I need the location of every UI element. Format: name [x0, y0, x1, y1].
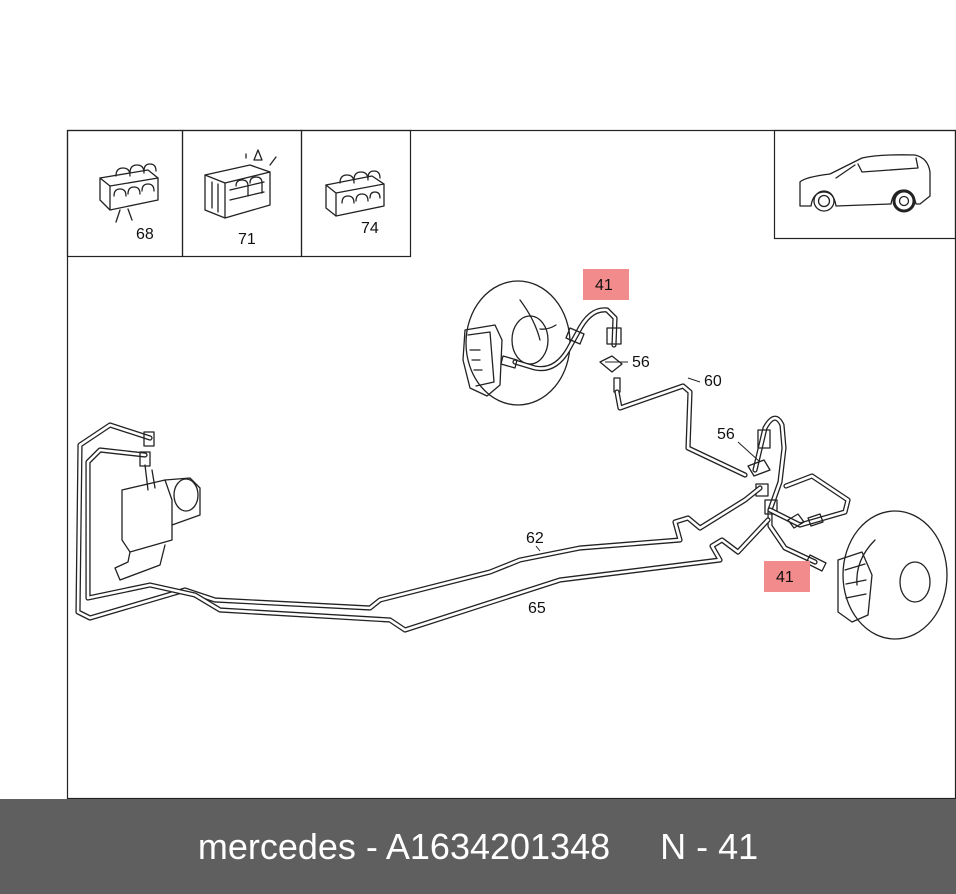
inset-label-68: 68 [136, 226, 154, 243]
callout-56-top: 56 [632, 354, 650, 371]
callout-60: 60 [704, 373, 722, 390]
clip-74-icon [325, 170, 385, 217]
diagram-frame [66, 129, 956, 800]
callout-56-mid: 56 [717, 426, 735, 443]
upper-bracket-clip [599, 355, 623, 393]
rear-brake-disc [837, 510, 948, 640]
callout-65: 65 [528, 600, 546, 617]
inset-boxes [66, 129, 956, 258]
callout-highlight-right [764, 561, 810, 592]
upper-brake-disc [462, 280, 571, 406]
vehicle-silhouette-icon [799, 154, 931, 213]
footer-part-number: mercedes - A1634201348 [197, 825, 611, 867]
upper-brake-hose [500, 307, 622, 372]
brake-line-60 [614, 383, 748, 478]
brake-line-65 [85, 431, 771, 633]
rear-connector-pipe [767, 473, 851, 529]
footer-caption: mercedes - A1634201348 N - 41 [0, 799, 956, 894]
callout-41-top: 41 [595, 277, 613, 294]
brake-line-diagram: 68 71 74 [66, 129, 956, 800]
callout-highlight-top [583, 269, 629, 300]
rear-hose-upper [747, 415, 827, 572]
inset-label-71: 71 [238, 231, 256, 248]
footer-reference: N - 41 [660, 825, 759, 867]
inset-label-74: 74 [361, 220, 379, 237]
callout-62: 62 [526, 530, 544, 547]
clip-71-icon [204, 149, 277, 219]
leader-lines [535, 361, 761, 552]
callout-41-right: 41 [776, 569, 794, 586]
clip-68-icon [99, 163, 159, 223]
hydraulic-unit [114, 464, 201, 581]
brake-line-62 [75, 422, 763, 621]
